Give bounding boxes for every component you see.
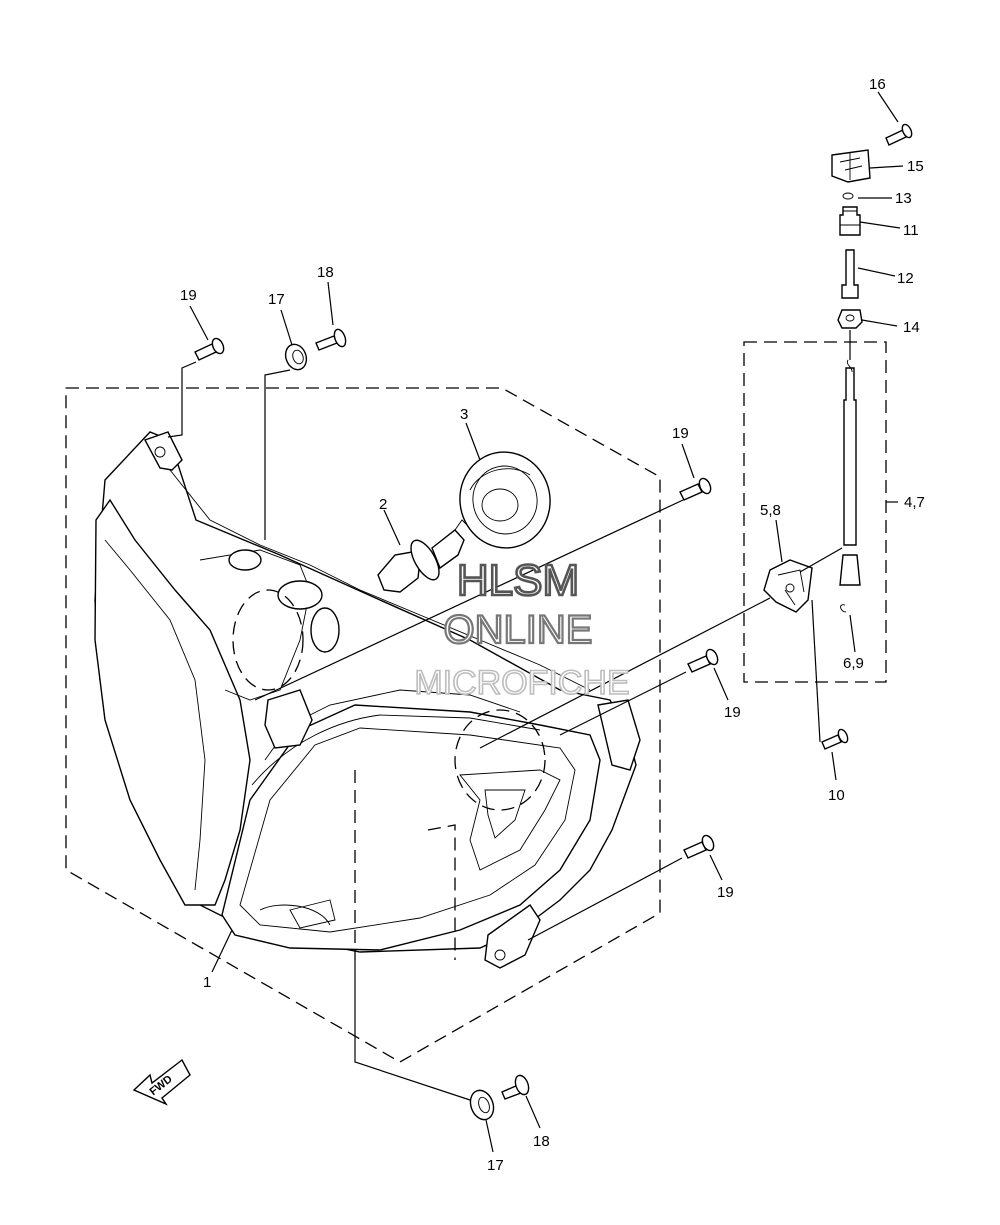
callout-13: 13	[895, 190, 912, 207]
callout-2: 2	[379, 496, 387, 513]
callout-18-bottom: 18	[533, 1133, 550, 1150]
grommet-17-top	[284, 343, 308, 371]
callout-6-9: 6,9	[843, 655, 864, 672]
callout-19-bottom: 19	[717, 884, 734, 901]
callout-19-top-left: 19	[180, 287, 197, 304]
watermark-line1: HLSM	[457, 556, 579, 605]
adjuster-knob-15	[831, 149, 871, 183]
callout-labels: 1 2 3 4,7 5,8 6,9 10 11 12 13 14 15 16 1…	[180, 76, 925, 1174]
bolt-19-top-left	[194, 337, 225, 361]
callout-12: 12	[897, 270, 914, 287]
headlight-assembly	[94, 431, 641, 969]
watermark-line3: MICROFICHE	[414, 664, 629, 702]
callout-5-8: 5,8	[760, 502, 781, 519]
watermark: HLSM ONLINE MICROFICHE	[414, 555, 631, 703]
callout-14: 14	[903, 319, 920, 336]
assembly-boundary-adjuster	[743, 341, 887, 683]
grommet-17-bottom	[469, 1089, 495, 1121]
callout-10: 10	[828, 787, 845, 804]
clip-6-9	[840, 604, 847, 613]
callout-1: 1	[203, 974, 211, 991]
callout-19-top-right: 19	[672, 425, 689, 442]
callout-11: 11	[903, 222, 919, 239]
bolt-19-middle	[687, 648, 719, 673]
nut-14	[837, 309, 863, 329]
adjuster-shaft-12	[841, 249, 859, 299]
screw-18-top	[315, 328, 347, 351]
fwd-arrow: FWD	[132, 1058, 191, 1106]
screw-18-bottom	[501, 1074, 530, 1100]
callout-18-top: 18	[317, 264, 334, 281]
bulb-part	[377, 519, 471, 593]
callout-3: 3	[460, 406, 468, 423]
adjuster-rod-4-7	[839, 359, 861, 586]
callout-15: 15	[907, 158, 924, 175]
adjuster-nut-11	[839, 206, 861, 236]
bolt-19-bottom	[683, 834, 715, 859]
bulb-cover-part	[459, 451, 551, 549]
adjuster-bracket-5-8	[763, 559, 813, 613]
o-ring-13	[842, 192, 854, 200]
bolt-19-top-right	[679, 477, 712, 501]
watermark-line2: ONLINE	[444, 608, 593, 652]
callout-16: 16	[869, 76, 886, 93]
callout-4-7: 4,7	[904, 494, 925, 511]
screw-10	[821, 728, 849, 750]
callout-17-bottom: 17	[487, 1157, 504, 1174]
callout-17-top: 17	[268, 291, 285, 308]
adjuster-screw-16	[885, 123, 913, 146]
callout-19-middle: 19	[724, 704, 741, 721]
leader-lines	[167, 91, 904, 1153]
